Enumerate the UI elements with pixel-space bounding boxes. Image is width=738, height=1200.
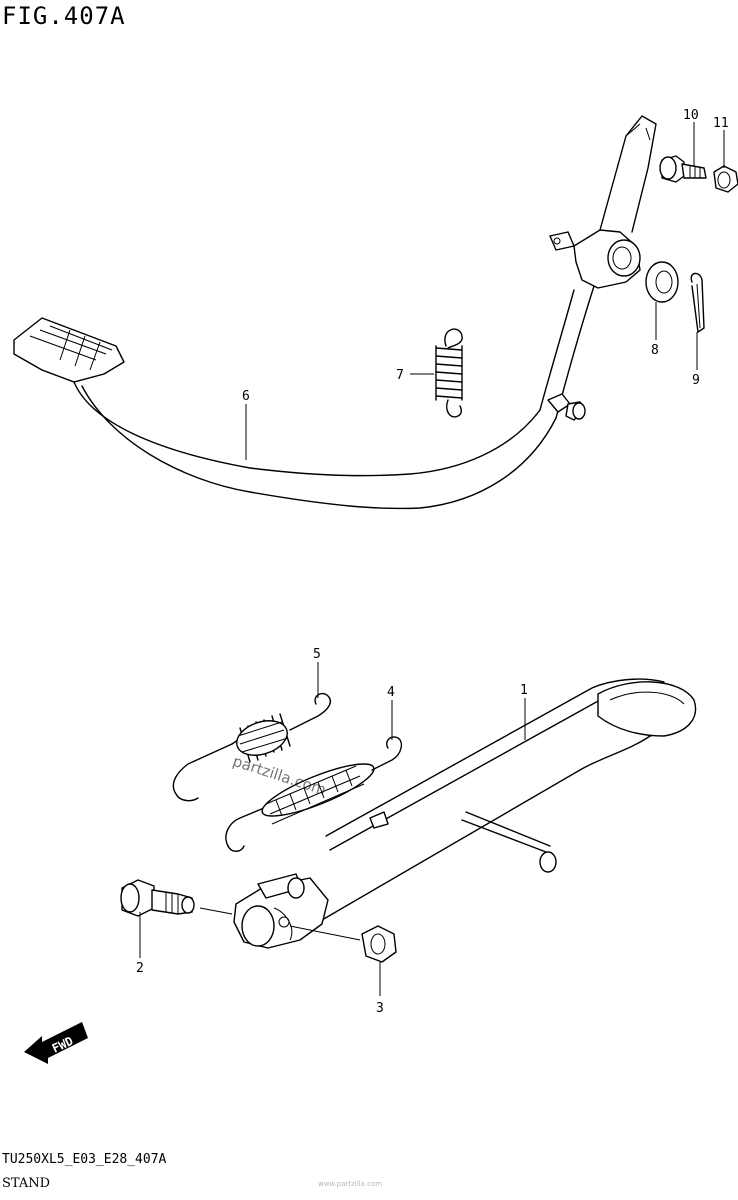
callout-9: 9 (692, 332, 700, 388)
assembly-line (199, 907, 233, 915)
svg-text:10: 10 (683, 108, 699, 123)
svg-text:3: 3 (376, 1001, 384, 1016)
figure-name: STAND (2, 1176, 51, 1191)
callout-6: 6 (242, 389, 250, 460)
callout-11: 11 (713, 116, 729, 168)
washer-part-8[interactable] (645, 261, 679, 303)
watermark-text: www.partzilla.com (318, 1180, 383, 1188)
svg-text:1: 1 (520, 683, 528, 698)
bolt-part-10[interactable] (659, 155, 707, 183)
svg-text:6: 6 (242, 389, 250, 404)
callout-2: 2 (136, 912, 144, 976)
nut-part-11[interactable] (713, 165, 738, 193)
pivot-nut-part-3[interactable] (361, 925, 397, 963)
callout-5: 5 (313, 647, 321, 698)
assembly-line (289, 925, 361, 941)
fwd-arrow-icon: FWD (24, 1022, 88, 1064)
pivot-bolt-part-2[interactable] (120, 879, 195, 917)
svg-text:4: 4 (387, 685, 395, 700)
figure-code: TU250XL5_E03_E28_407A (2, 1152, 167, 1167)
side-stand[interactable] (233, 678, 697, 949)
svg-text:2: 2 (136, 961, 144, 976)
svg-text:7: 7 (396, 368, 404, 383)
partzilla-watermark-stamp: partzilla.com (230, 752, 328, 799)
callout-1: 1 (520, 683, 528, 740)
callout-8: 8 (651, 302, 659, 358)
callout-10: 10 (683, 108, 699, 166)
side-stand-spring-inner[interactable] (225, 736, 403, 852)
callout-7: 7 (396, 368, 434, 383)
svg-text:5: 5 (313, 647, 321, 662)
side-stand-spring-outer[interactable] (172, 692, 332, 802)
brake-pedal[interactable] (13, 115, 657, 510)
figure-title: FIG.407A (2, 2, 126, 30)
svg-text:8: 8 (651, 343, 659, 358)
cotter-pin-part-9[interactable] (690, 272, 705, 333)
svg-text:partzilla.com: partzilla.com (230, 752, 328, 799)
callout-3: 3 (376, 962, 384, 1016)
svg-text:11: 11 (713, 116, 729, 131)
pedal-return-spring[interactable] (435, 328, 463, 418)
callout-4: 4 (387, 685, 395, 740)
svg-text:9: 9 (692, 373, 700, 388)
